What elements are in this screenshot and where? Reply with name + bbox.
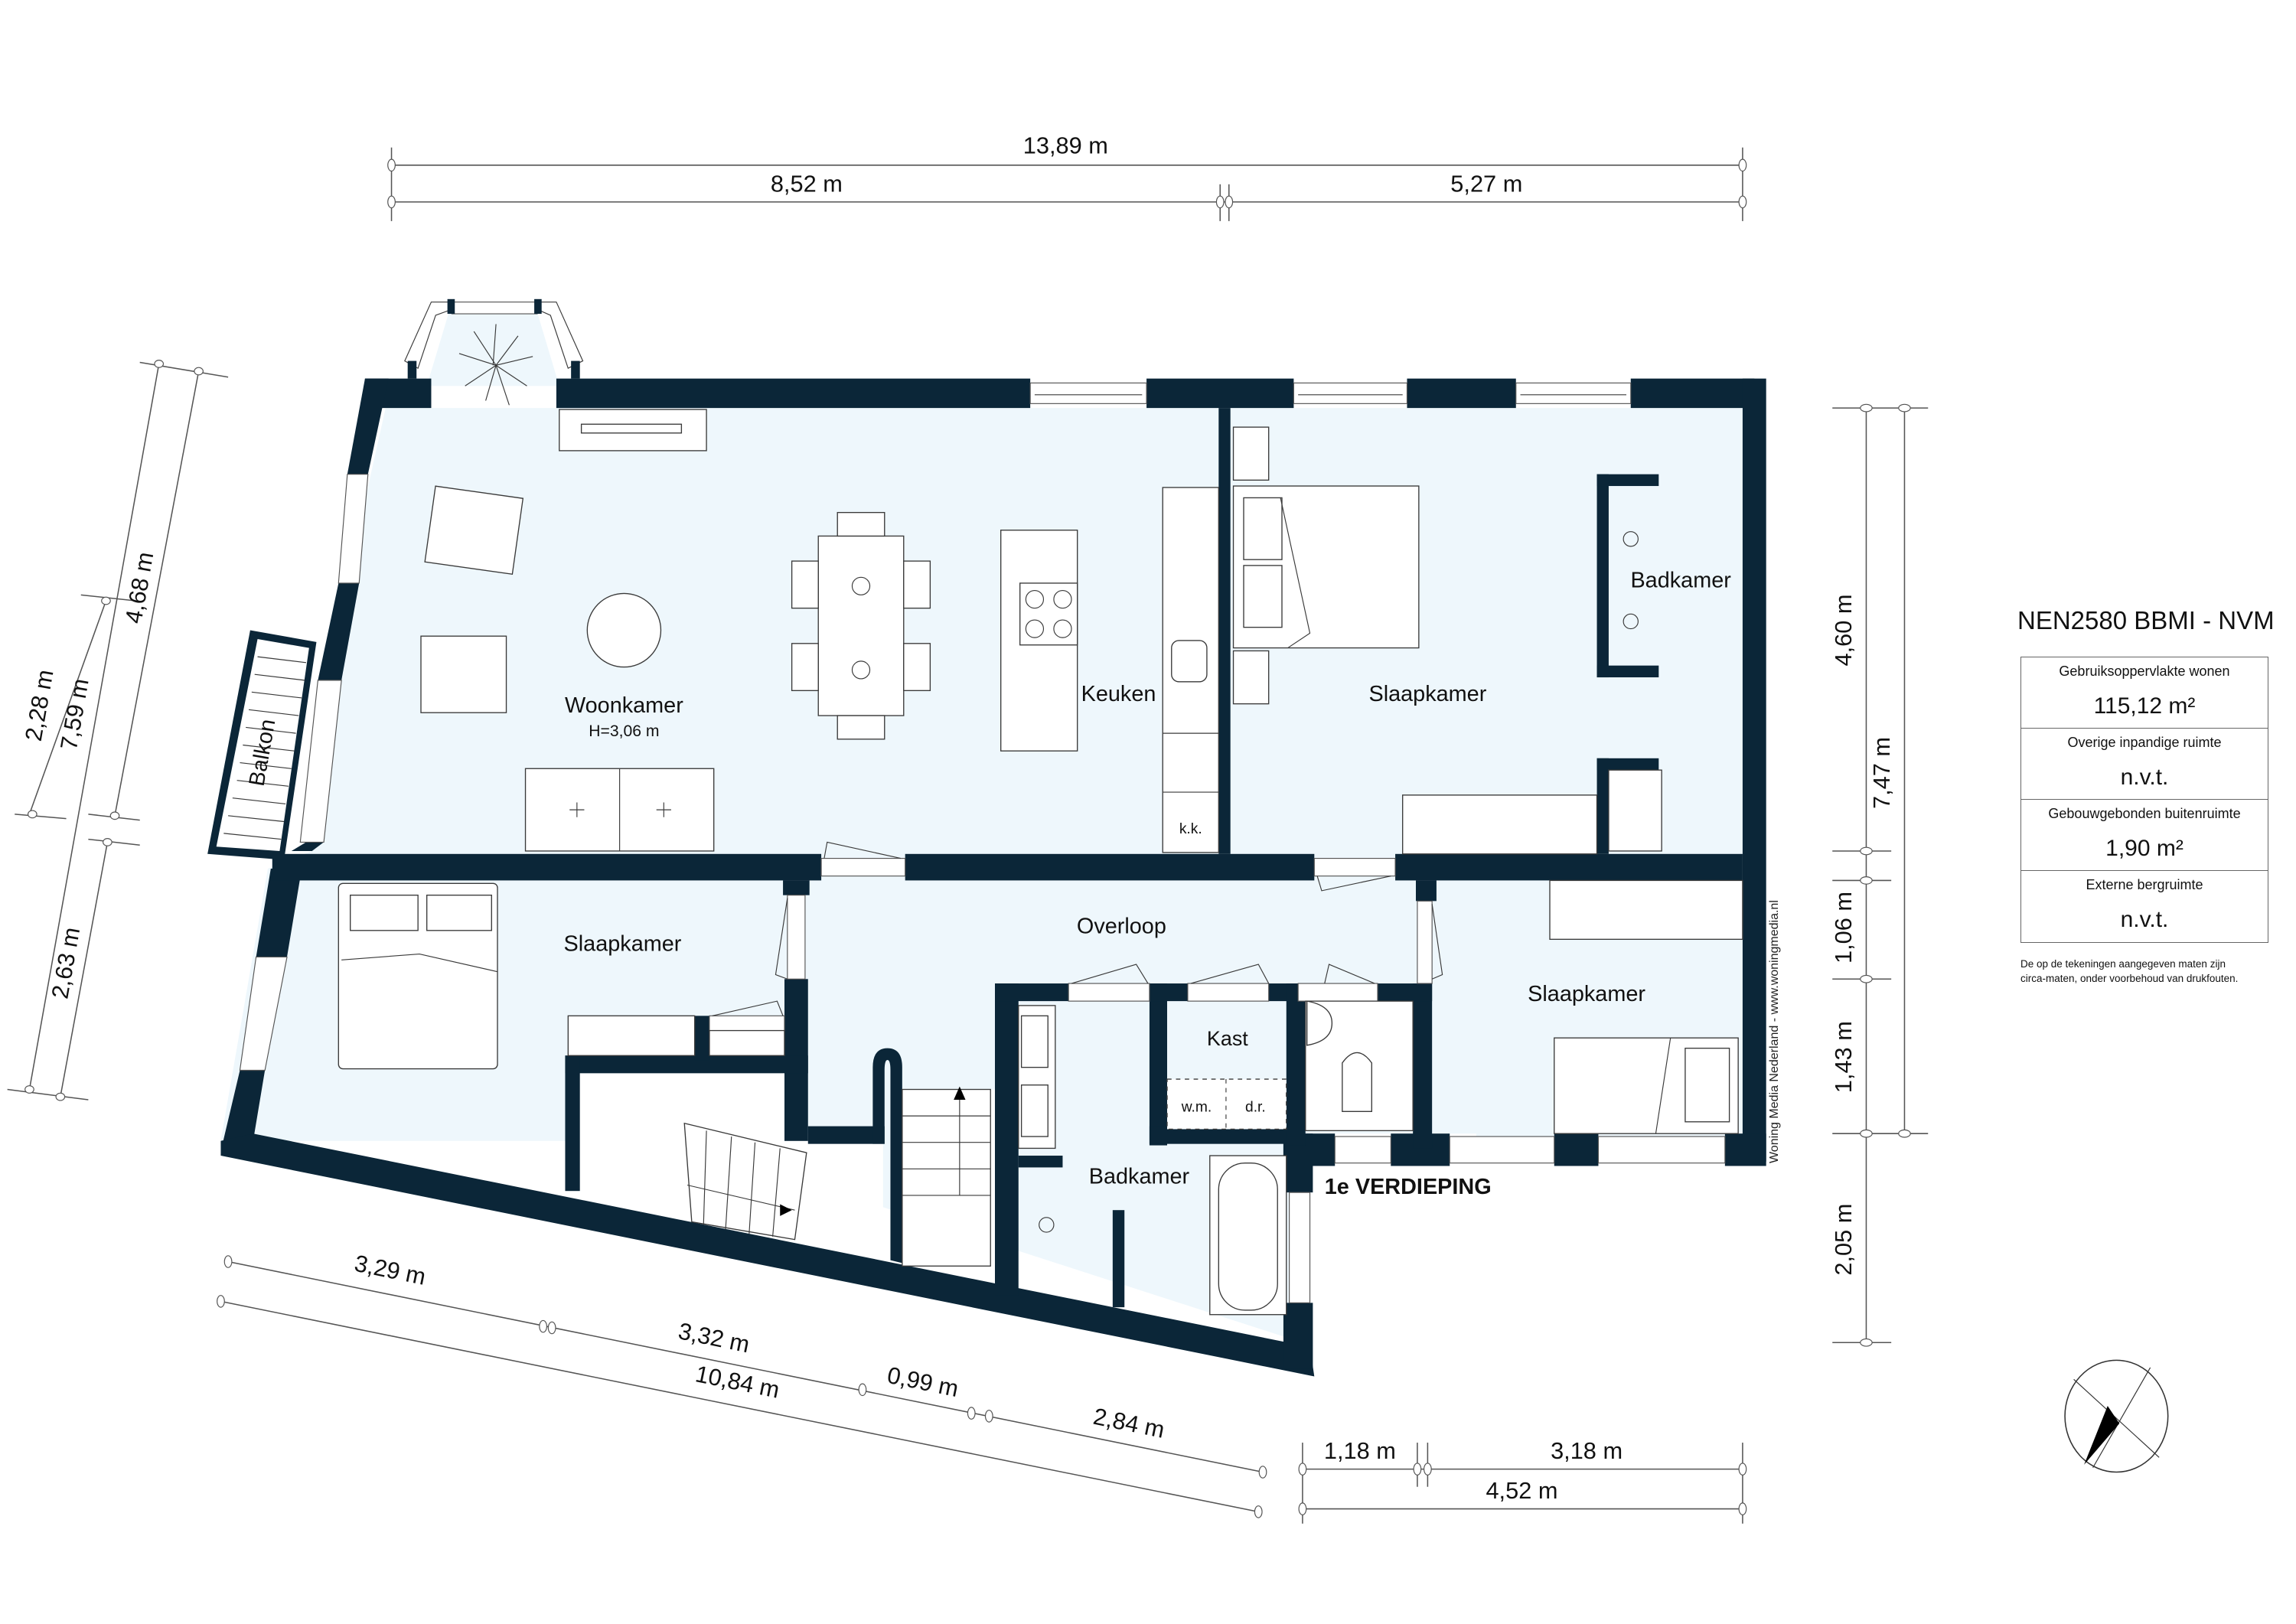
legend-title: NEN2580 BBMI - NVM	[2017, 606, 2275, 634]
kast-wm-label: w.m.	[1181, 1099, 1212, 1115]
room-label-overloop: Overloop	[1077, 915, 1166, 939]
room-label-woonkamer: Woonkamer	[565, 693, 683, 718]
kitchen-appliance-label: k.k.	[1179, 821, 1202, 837]
dim-bottom-a: 3,29 m	[352, 1250, 428, 1290]
furniture	[338, 324, 1743, 1316]
watermark: Woning Media Nederland - www.woningmedia…	[1768, 900, 1781, 1163]
room-label-kast: Kast	[1207, 1027, 1248, 1050]
room-height-woonkamer: H=3,06 m	[589, 722, 659, 740]
area-legend: NEN2580 BBMI - NVM Gebruiksoppervlakte w…	[2017, 606, 2281, 986]
legend-table: Gebruiksoppervlakte wonen 115,12 m² Over…	[2020, 657, 2268, 943]
legend-row: Gebouwgebonden buitenruimte 1,90 m²	[2021, 800, 2268, 871]
dim-left-total: 7,59 m	[55, 677, 94, 752]
legend-row-label: Externe bergruimte	[2086, 877, 2203, 892]
dim-right-c: 1,43 m	[1830, 1021, 1857, 1093]
dim-top-right: 5,27 m	[1450, 170, 1522, 197]
exterior-walls	[220, 378, 1766, 1377]
kast-dr-label: d.r.	[1245, 1099, 1266, 1115]
plant-icon	[458, 324, 533, 406]
dim-bottom-r1: 1,18 m	[1324, 1437, 1396, 1464]
floor-label: 1e VERDIEPING	[1325, 1175, 1492, 1199]
dim-top-total: 13,89 m	[1023, 132, 1108, 158]
balkon: Balkon	[207, 630, 317, 860]
legend-row: Externe bergruimte n.v.t.	[2021, 871, 2268, 942]
interior-walls	[272, 408, 1743, 1308]
legend-row-label: Gebruiksoppervlakte wonen	[2059, 664, 2230, 679]
legend-row-label: Gebouwgebonden buitenruimte	[2048, 806, 2241, 821]
dim-top-left: 8,52 m	[771, 170, 843, 197]
dim-bottom-r-total: 4,52 m	[1486, 1477, 1557, 1504]
dim-right-total: 7,47 m	[1868, 737, 1895, 809]
dim-right-d: 2,05 m	[1830, 1204, 1857, 1276]
legend-disclaimer-line: De op de tekeningen aangegeven maten zij…	[2020, 958, 2226, 970]
room-labels: Woonkamer H=3,06 m Keuken k.k. Slaapkame…	[564, 569, 1732, 1199]
room-label-keuken: Keuken	[1081, 682, 1156, 706]
dim-bottom-r2: 3,18 m	[1551, 1437, 1623, 1464]
dim-right-b: 1,06 m	[1830, 892, 1857, 964]
legend-row: Overige inpandige ruimte n.v.t.	[2021, 729, 2268, 800]
dim-bottom-total: 10,84 m	[693, 1360, 782, 1403]
room-label-badkamer-ensuite: Badkamer	[1630, 569, 1731, 593]
north-arrow-icon	[2064, 1359, 2169, 1473]
dim-right-a: 4,60 m	[1830, 594, 1857, 666]
legend-disclaimer: De op de tekeningen aangegeven maten zij…	[2020, 957, 2281, 986]
dim-bottom-d: 2,84 m	[1091, 1403, 1167, 1443]
legend-row: Gebruiksoppervlakte wonen 115,12 m²	[2021, 657, 2268, 729]
legend-disclaimer-line: circa-maten, onder voorbehoud van drukfo…	[2020, 973, 2239, 984]
room-label-badkamer: Badkamer	[1089, 1165, 1190, 1189]
windows	[239, 298, 1726, 1303]
room-label-slaapkamer-ne: Slaapkamer	[1368, 682, 1486, 706]
legend-row-label: Overige inpandige ruimte	[2067, 735, 2222, 750]
legend-row-value: 115,12 m²	[2093, 693, 2196, 719]
dim-left-c: 2,63 m	[46, 925, 85, 1001]
room-label-slaapkamer-e: Slaapkamer	[1528, 982, 1645, 1006]
room-label-slaapkamer-w: Slaapkamer	[564, 932, 682, 957]
legend-row-value: 1,90 m²	[2105, 836, 2183, 861]
dim-bottom-c: 0,99 m	[885, 1361, 960, 1402]
dim-bottom-b: 3,32 m	[676, 1317, 752, 1358]
legend-row-value: n.v.t.	[2120, 765, 2169, 790]
dim-left-a: 2,28 m	[20, 667, 59, 743]
legend-row-value: n.v.t.	[2120, 907, 2169, 932]
doors	[709, 841, 1443, 1032]
